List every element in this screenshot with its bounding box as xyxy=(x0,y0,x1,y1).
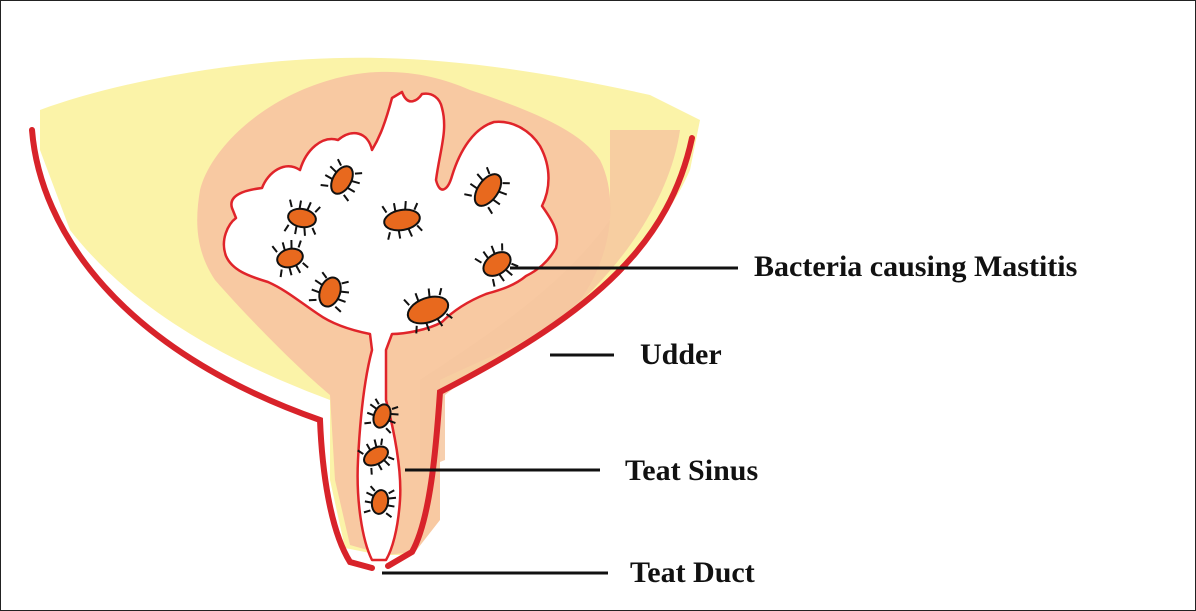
label-udder: Udder xyxy=(640,340,722,370)
label-teat-sinus: Teat Sinus xyxy=(625,456,758,486)
label-bacteria: Bacteria causing Mastitis xyxy=(754,252,1077,282)
label-teat-duct: Teat Duct xyxy=(630,558,755,588)
